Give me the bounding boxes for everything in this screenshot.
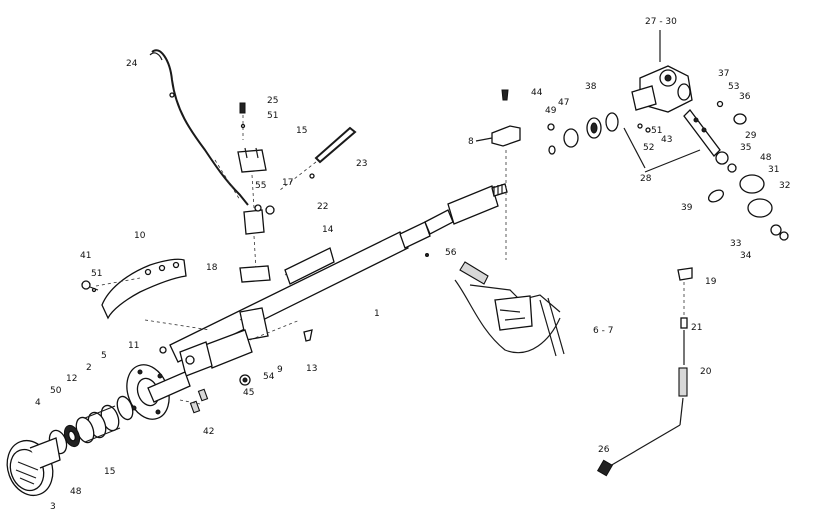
label-24: 24: [126, 59, 138, 69]
label-38: 38: [585, 82, 597, 92]
label-43: 43: [661, 135, 672, 145]
ring-49-part: [547, 123, 556, 155]
label-50: 50: [50, 386, 62, 396]
gearbox-assembly-part: [631, 30, 693, 113]
yoke-31-part: [739, 174, 789, 241]
label-12: 12: [66, 374, 77, 384]
label-33: 33: [730, 239, 741, 249]
screw-46-part: [159, 346, 167, 354]
label-27-30: 27 - 30: [645, 17, 677, 27]
bearing-stack-part: [48, 395, 134, 455]
label-52: 52: [643, 143, 654, 153]
label-1: 1: [374, 309, 380, 319]
flange-part: [126, 364, 191, 420]
turn-signal-lever-part: [279, 126, 357, 191]
shroud-part: [95, 258, 187, 320]
label-28: 28: [640, 174, 652, 184]
label-39: 39: [681, 203, 693, 213]
label-18: 18: [206, 263, 218, 273]
label-36: 36: [739, 92, 751, 102]
label-15-upper: 15: [296, 126, 307, 136]
label-14: 14: [322, 225, 334, 235]
label-6-7: 6 - 7: [593, 326, 613, 336]
label-4: 4: [35, 398, 41, 408]
label-5: 5: [101, 351, 107, 361]
steering-shaft-part: [399, 183, 508, 257]
label-45: 45: [243, 388, 254, 398]
label-51-upper: 51: [267, 111, 278, 121]
nut-45-part: [239, 374, 251, 386]
label-13: 13: [306, 364, 317, 374]
ring-47-part: [563, 128, 579, 148]
washer-36-part: [716, 100, 747, 125]
seal-56-part: [459, 261, 489, 285]
label-8: 8: [468, 137, 474, 147]
label-53: 53: [728, 82, 739, 92]
label-35: 35: [740, 143, 751, 153]
column-jacket-part: [144, 231, 409, 363]
label-19: 19: [705, 277, 717, 287]
label-17: 17: [282, 178, 293, 188]
bracket-assembly-part: [237, 147, 275, 283]
label-31: 31: [768, 165, 779, 175]
label-56: 56: [445, 248, 457, 258]
label-42: 42: [203, 427, 214, 437]
label-2: 2: [86, 363, 92, 373]
label-22: 22: [317, 202, 328, 212]
label-10: 10: [134, 231, 146, 241]
label-41: 41: [80, 251, 91, 261]
label-29: 29: [745, 131, 757, 141]
screw-13-part: [303, 329, 313, 342]
label-48-lower: 48: [70, 487, 82, 497]
label-55: 55: [255, 181, 266, 191]
ring-39-part: [707, 189, 725, 203]
leader-28a: [623, 127, 646, 169]
label-9: 9: [277, 365, 283, 375]
lock-housing-part: [179, 307, 301, 377]
bolt-42-part: [179, 388, 209, 414]
label-15-lower: 15: [104, 467, 115, 477]
horn-cover-part: [6, 437, 61, 497]
label-48-right: 48: [760, 153, 772, 163]
label-51-right: 51: [651, 126, 662, 136]
linkage-19-part: [596, 267, 693, 477]
pin-51-52-part: [637, 123, 651, 133]
leader-28b: [644, 149, 701, 173]
label-21: 21: [691, 323, 702, 333]
label-26: 26: [598, 445, 610, 455]
label-3: 3: [50, 502, 56, 512]
label-51-left: 51: [91, 269, 102, 279]
label-32: 32: [779, 181, 790, 191]
shift-lever-part: [149, 49, 249, 206]
label-23: 23: [356, 159, 367, 169]
bearing-38-part: [586, 112, 619, 139]
label-20: 20: [700, 367, 712, 377]
shaft-29-part: [683, 109, 737, 173]
label-54: 54: [263, 372, 275, 382]
bracket-8-part: [475, 89, 521, 260]
label-44: 44: [531, 88, 543, 98]
label-49: 49: [545, 106, 557, 116]
label-11: 11: [128, 341, 139, 351]
label-37: 37: [718, 69, 729, 79]
bolt-25-part: [239, 102, 246, 140]
label-25: 25: [267, 96, 278, 106]
label-34: 34: [740, 251, 752, 261]
label-47: 47: [558, 98, 569, 108]
screw-41-part: [81, 280, 99, 293]
floor-boot-part: [454, 279, 565, 357]
